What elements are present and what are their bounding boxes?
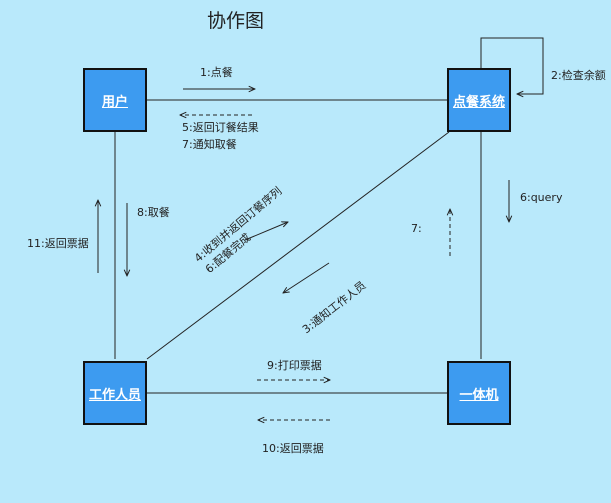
label-msg-2: 2:检查余额 [551,69,606,82]
node-staff[interactable]: 工作人员 [83,361,147,425]
diagram-title: 协作图 [207,10,265,32]
node-staff-label: 工作人员 [88,387,141,403]
node-user[interactable]: 用户 [83,68,147,132]
label-msg-5: 5:返回订餐结果 [182,121,259,134]
node-order-system-label: 点餐系统 [452,94,505,110]
node-kiosk[interactable]: 一体机 [447,361,511,425]
label-msg-7: 7:通知取餐 [182,138,237,151]
self-loop-system [480,37,544,94]
node-kiosk-label: 一体机 [459,387,499,403]
node-order-system[interactable]: 点餐系统 [447,68,511,132]
label-msg-1: 1:点餐 [200,66,233,79]
link-system-staff [146,131,450,360]
node-user-label: 用户 [101,94,128,110]
arrow-msg-6 [244,222,288,241]
label-msg-6-query: 6:query [520,191,563,204]
label-msg-7-kiosk: 7: [411,222,422,235]
arrow-msg-3 [283,262,330,293]
label-msg-10: 10:返回票据 [262,442,324,455]
label-msg-11: 11:返回票据 [27,237,89,250]
label-msg-8: 8:取餐 [137,206,170,219]
label-msg-9: 9:打印票据 [267,359,322,372]
